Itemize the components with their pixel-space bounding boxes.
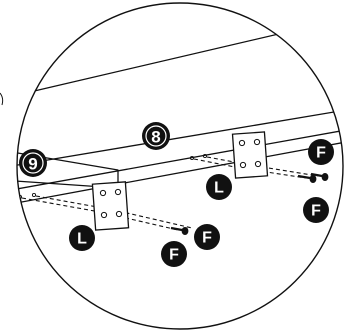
svg-text:F: F <box>202 230 212 247</box>
bracket-left <box>91 181 130 231</box>
svg-text:L: L <box>214 180 224 197</box>
leader-line <box>0 92 4 106</box>
svg-text:F: F <box>311 203 321 220</box>
panel-8-face-bottom <box>17 141 343 207</box>
bracket-label-left: L <box>69 225 95 251</box>
bracket-label-right: L <box>206 174 232 200</box>
svg-text:9: 9 <box>28 155 37 174</box>
svg-text:F: F <box>169 247 179 264</box>
svg-text:8: 8 <box>151 128 160 147</box>
screw-label: F <box>194 224 220 250</box>
detail-circle <box>16 2 344 330</box>
svg-text:F: F <box>316 145 326 162</box>
detail-content <box>17 21 343 235</box>
part-9-label: 9 <box>19 149 47 177</box>
screw-icon <box>170 226 189 235</box>
screw-label: F <box>308 139 334 165</box>
panel-8-face-top <box>17 129 343 193</box>
svg-text:L: L <box>77 231 87 248</box>
screw-icon <box>310 172 329 181</box>
screw-icon <box>297 174 317 183</box>
panel-8-top-edge <box>17 109 343 169</box>
part-8-label: 8 <box>142 122 170 150</box>
screw-label: F <box>161 241 187 267</box>
screw-label: F <box>303 197 329 223</box>
bracket-right <box>231 131 269 179</box>
